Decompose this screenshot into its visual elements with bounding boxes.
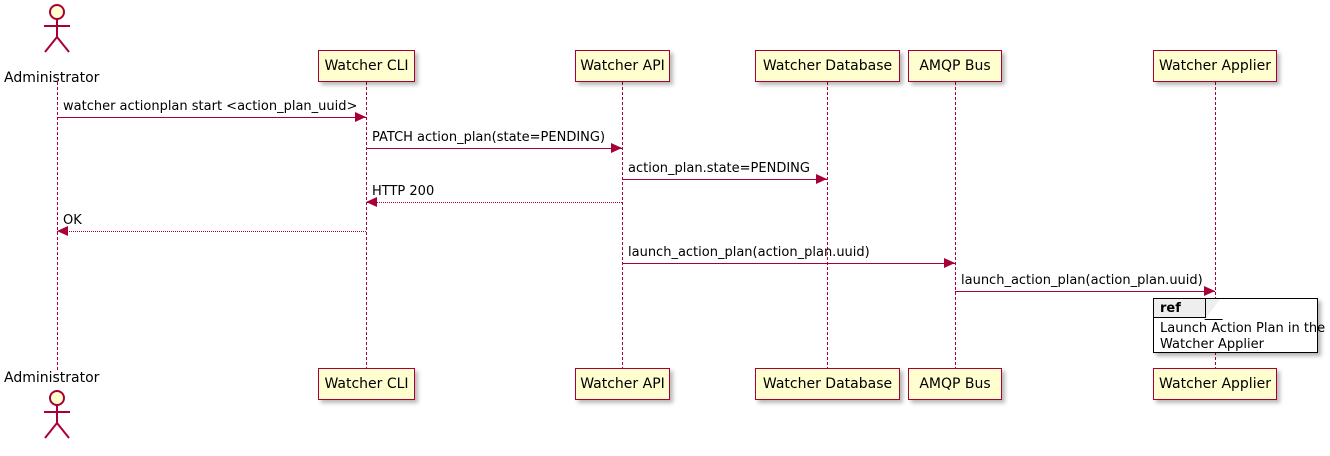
participant-watcher-cli-top[interactable]: Watcher CLI — [318, 50, 415, 82]
participant-watcher-db-bottom[interactable]: Watcher Database — [755, 368, 900, 400]
participant-amqp-bus-bottom[interactable]: AMQP Bus — [908, 368, 1002, 400]
lifeline-watcher-api — [622, 82, 623, 370]
message-label-1: PATCH action_plan(state=PENDING) — [372, 130, 606, 145]
message-line-4 — [57, 231, 366, 232]
participant-watcher-cli-bottom[interactable]: Watcher CLI — [318, 368, 415, 400]
message-line-0 — [57, 117, 366, 118]
ref-fragment-line-0: Launch Action Plan in the — [1160, 321, 1326, 336]
participant-watcher-api-top[interactable]: Watcher API — [575, 50, 670, 82]
participant-amqp-bus-top[interactable]: AMQP Bus — [908, 50, 1002, 82]
lifeline-amqp-bus — [955, 82, 956, 370]
message-line-6 — [955, 291, 1215, 292]
message-label-0: watcher actionplan start <action_plan_uu… — [63, 99, 358, 114]
message-arrowhead-1 — [611, 143, 622, 153]
ref-fragment-line-1: Watcher Applier — [1160, 337, 1264, 352]
message-line-5 — [622, 263, 955, 264]
lifeline-watcher-db — [827, 82, 828, 370]
ref-fragment-tab-corner-icon — [1206, 299, 1220, 318]
participant-watcher-applier-bottom[interactable]: Watcher Applier — [1153, 368, 1277, 400]
participant-watcher-db-top[interactable]: Watcher Database — [755, 50, 900, 82]
message-arrowhead-6 — [1204, 286, 1215, 296]
participant-watcher-applier-top[interactable]: Watcher Applier — [1153, 50, 1277, 82]
actor-figure-icon — [44, 4, 70, 53]
participant-label-administrator-top: Administrator — [4, 70, 100, 86]
lifeline-watcher-applier — [1215, 82, 1216, 370]
message-arrowhead-5 — [944, 258, 955, 268]
actor-administrator-bottom — [39, 390, 75, 444]
message-arrowhead-0 — [355, 112, 366, 122]
message-line-3 — [366, 202, 622, 203]
message-label-2: action_plan.state=PENDING — [628, 161, 810, 176]
message-line-1 — [366, 148, 622, 149]
actor-administrator-top — [39, 4, 75, 58]
actor-figure-icon — [44, 390, 70, 439]
message-arrowhead-4 — [57, 226, 68, 236]
message-arrowhead-3 — [366, 197, 377, 207]
participant-watcher-api-bottom[interactable]: Watcher API — [575, 368, 670, 400]
participant-label-administrator-bottom: Administrator — [4, 370, 100, 386]
message-label-6: launch_action_plan(action_plan.uuid) — [961, 273, 1203, 288]
lifeline-watcher-cli — [366, 82, 367, 370]
message-label-5: launch_action_plan(action_plan.uuid) — [628, 245, 870, 260]
message-arrowhead-2 — [816, 174, 827, 184]
message-label-3: HTTP 200 — [372, 184, 435, 199]
message-line-2 — [622, 179, 827, 180]
message-label-4: OK — [63, 213, 82, 228]
